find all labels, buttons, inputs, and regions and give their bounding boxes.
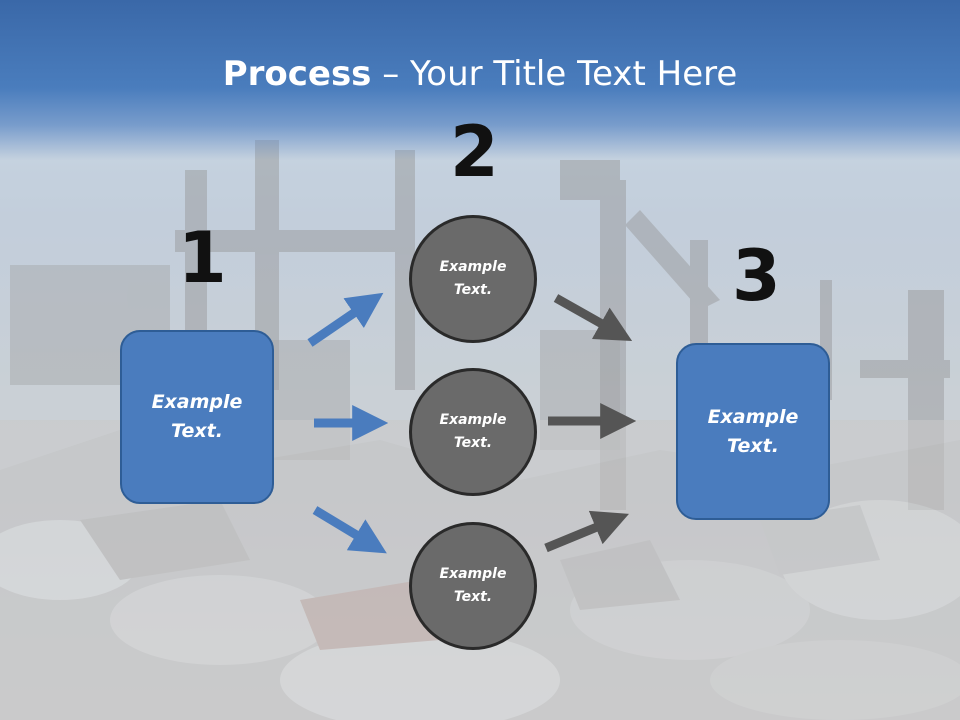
arrow-box-to-circle-top (307, 292, 384, 347)
title-rest: – Your Title Text Here (371, 54, 738, 94)
circle-bottom-text: Example Text. (440, 563, 507, 609)
circle-top-text: Example Text. (440, 256, 507, 302)
title-bold: Process (222, 54, 372, 94)
circle-bottom-line2: Text. (453, 589, 493, 605)
circle-middle-text: Example Text. (440, 409, 507, 455)
end-box-line2: Text. (727, 434, 779, 457)
arrow-circle-bottom-to-box (544, 510, 629, 553)
circle-top[interactable]: Example Text. (409, 215, 537, 343)
circle-middle-line1: Example (439, 412, 507, 428)
end-box-text: Example Text. (708, 403, 799, 461)
step-number-2: 2 (450, 111, 499, 193)
circle-bottom-line1: Example (439, 566, 507, 582)
title-banner (0, 0, 960, 160)
circle-middle-line2: Text. (453, 435, 493, 451)
start-box[interactable]: Example Text. (120, 330, 274, 504)
step-number-3: 3 (732, 235, 781, 317)
start-box-text: Example Text. (152, 388, 243, 446)
circle-top-line2: Text. (453, 282, 493, 298)
circle-top-line1: Example (439, 259, 507, 275)
end-box[interactable]: Example Text. (676, 343, 830, 520)
circle-middle[interactable]: Example Text. (409, 368, 537, 496)
start-box-line1: Example (151, 391, 243, 413)
start-box-line2: Text. (171, 420, 223, 442)
arrow-circle-top-to-box (553, 294, 633, 341)
circle-bottom[interactable]: Example Text. (409, 522, 537, 650)
step-number-1: 1 (178, 217, 227, 299)
end-box-line1: Example (707, 405, 799, 428)
slide-title: Process – Your Title Text Here (0, 52, 960, 96)
arrow-box-to-circle-bottom (312, 506, 387, 554)
